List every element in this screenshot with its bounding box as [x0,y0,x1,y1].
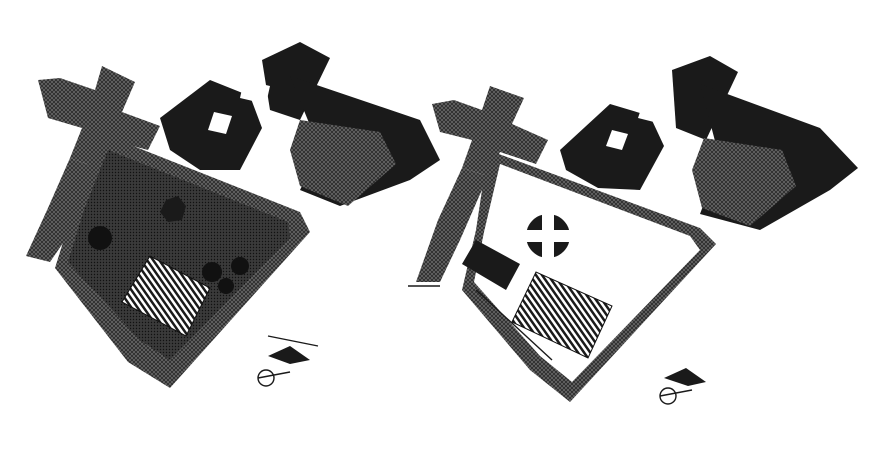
left-round-feature-4 [88,226,112,250]
left-courtyard-block [290,120,396,206]
right-site-plan [408,56,858,405]
left-striped-pavilion [121,255,211,337]
right-building-notch-2 [606,130,628,150]
right-courtyard-block [692,138,796,226]
left-building-notch-2 [208,112,232,134]
left-road-diagonal [26,158,98,262]
right-north-arrow [659,368,706,405]
right-building-notch [638,100,668,124]
left-north-arrow [257,335,319,387]
left-octagon-feature [160,196,186,222]
left-building-notch [240,80,270,104]
right-edge-line [475,289,553,361]
right-striped-pavilion [511,271,613,359]
left-round-feature-3 [218,278,234,294]
right-road-diagonal [416,168,488,282]
right-road-arm [432,86,548,176]
left-road-arm [38,66,160,168]
left-round-feature-2 [231,257,249,275]
left-round-feature-1 [202,262,222,282]
left-site-plan [26,42,440,388]
right-dark-block [462,240,520,290]
right-quatrefoil-feature [522,210,574,262]
left-landscape-area [68,150,290,360]
